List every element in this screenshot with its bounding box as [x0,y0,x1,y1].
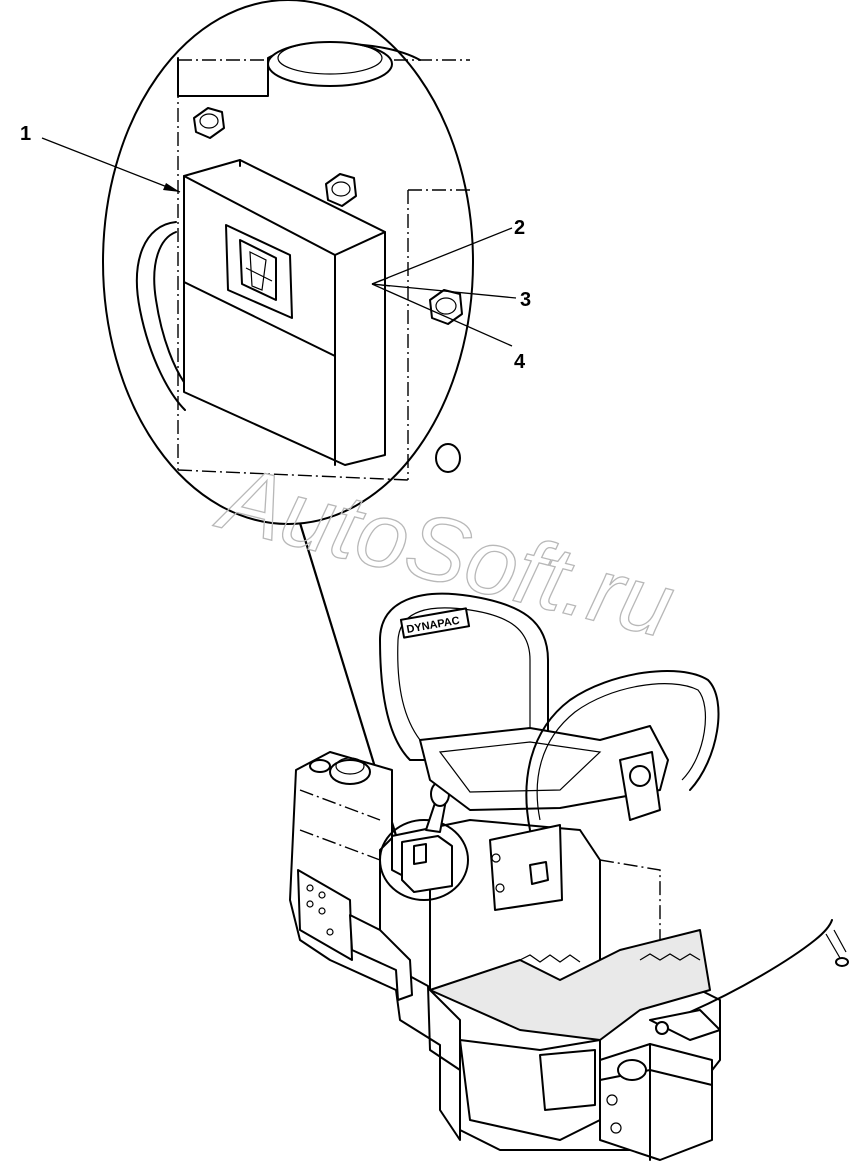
leader-line-1 [41,137,181,193]
operator-platform: DYNAPAC [289,592,849,1161]
side-bracket [135,221,187,411]
seat-armrest [525,670,720,831]
leader-line-4 [371,283,513,347]
stepped-deck [429,929,711,1041]
bolt-top-right [325,173,357,207]
callout-4: 4 [514,351,526,373]
control-box [183,159,386,466]
seat-brand-label: DYNAPAC [399,607,471,639]
valve-assembly [599,1009,721,1161]
tank-cap [309,757,371,785]
control-cable [689,919,833,1013]
callout-3: 3 [520,289,531,311]
mounting-bracket [297,869,413,1001]
detail-location-marker [379,781,469,901]
bolt-right [429,289,463,325]
side-control-plate [489,824,563,911]
operator-seat: DYNAPAC [379,592,720,831]
callout-2: 2 [514,217,525,239]
callout-1: 1 [20,123,31,145]
detail-magnifier [41,0,517,525]
leader-line-2 [371,227,513,285]
decal-symbol-icon [225,224,293,319]
leader-line-3 [371,283,517,299]
bolt-top-left [193,107,225,139]
bolt-bottom-right [435,443,461,473]
